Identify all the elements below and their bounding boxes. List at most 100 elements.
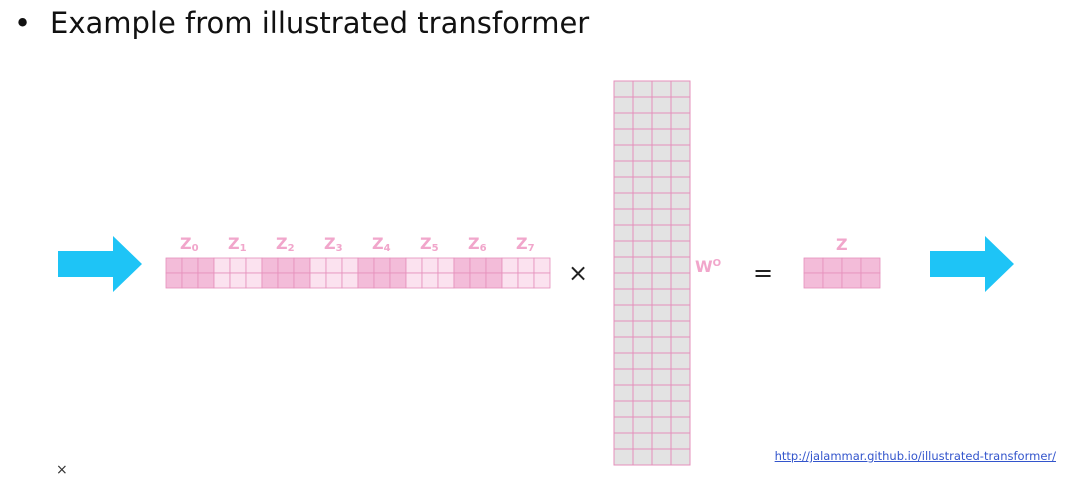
weight-cell xyxy=(651,128,672,146)
z-head-subscript: 4 xyxy=(384,243,391,254)
concat-cell xyxy=(325,272,343,289)
weight-cell xyxy=(651,304,672,322)
weight-cell xyxy=(670,288,691,306)
weight-cell xyxy=(632,448,653,466)
concat-cell xyxy=(469,272,487,289)
concat-cell xyxy=(421,272,439,289)
output-cell xyxy=(860,272,881,289)
concatenated-z-matrix xyxy=(165,257,551,289)
weight-cell xyxy=(670,400,691,418)
weight-cell xyxy=(670,384,691,402)
weight-cell xyxy=(670,352,691,370)
weight-cell xyxy=(613,352,634,370)
weight-cell xyxy=(651,400,672,418)
weight-cell xyxy=(613,192,634,210)
weight-cell xyxy=(651,368,672,386)
weight-cell xyxy=(613,368,634,386)
weight-cell xyxy=(670,336,691,354)
concat-cell xyxy=(181,272,199,289)
z-head-subscript: 2 xyxy=(288,243,295,254)
multiply-symbol: × xyxy=(568,259,588,287)
z-head-label: Z1 xyxy=(228,234,247,254)
z-head-label: Z6 xyxy=(468,234,487,254)
weight-cell xyxy=(613,224,634,242)
output-arrow-icon xyxy=(930,236,1014,292)
concat-cell xyxy=(309,257,327,274)
concat-cell xyxy=(373,272,391,289)
weight-cell xyxy=(670,192,691,210)
concat-cell xyxy=(501,257,519,274)
weight-cell xyxy=(613,336,634,354)
weight-cell xyxy=(613,96,634,114)
weight-cell xyxy=(651,352,672,370)
concat-cell xyxy=(389,272,407,289)
weight-cell xyxy=(632,240,653,258)
weight-cell xyxy=(632,352,653,370)
weight-cell xyxy=(670,112,691,130)
weight-cell xyxy=(651,288,672,306)
concat-cell xyxy=(245,272,263,289)
input-arrow-icon xyxy=(58,236,142,292)
z-head-letter: Z xyxy=(372,234,384,253)
concat-cell xyxy=(517,272,535,289)
weight-cell xyxy=(651,144,672,162)
weight-matrix-wo xyxy=(613,80,691,466)
heading-text: Example from illustrated transformer xyxy=(50,6,590,40)
weight-cell xyxy=(670,80,691,98)
weight-cell xyxy=(632,320,653,338)
weight-cell xyxy=(651,80,672,98)
weight-cell xyxy=(632,192,653,210)
concat-cell xyxy=(517,257,535,274)
weight-label-main: W xyxy=(695,257,713,276)
concat-cell xyxy=(261,272,279,289)
weight-cell xyxy=(670,160,691,178)
concat-cell xyxy=(229,257,247,274)
output-cell xyxy=(822,272,843,289)
z-head-letter: Z xyxy=(180,234,192,253)
concat-cell xyxy=(165,272,183,289)
weight-cell xyxy=(632,224,653,242)
weight-cell xyxy=(613,448,634,466)
weight-cell xyxy=(613,400,634,418)
weight-cell xyxy=(613,304,634,322)
concat-cell xyxy=(341,272,359,289)
bullet-marker: • xyxy=(14,6,32,40)
weight-cell xyxy=(613,176,634,194)
weight-cell xyxy=(613,240,634,258)
weight-cell xyxy=(651,256,672,274)
weight-cell xyxy=(613,416,634,434)
concat-cell xyxy=(293,257,311,274)
weight-cell xyxy=(632,176,653,194)
concat-cell xyxy=(389,257,407,274)
weight-cell xyxy=(632,272,653,290)
weight-cell xyxy=(632,304,653,322)
weight-cell xyxy=(632,112,653,130)
output-cell xyxy=(803,272,824,289)
weight-cell xyxy=(613,272,634,290)
weight-cell xyxy=(670,128,691,146)
weight-cell xyxy=(651,96,672,114)
output-z-matrix xyxy=(803,257,881,289)
concat-cell xyxy=(165,257,183,274)
weight-cell xyxy=(651,208,672,226)
weight-cell xyxy=(651,224,672,242)
concat-cell xyxy=(197,257,215,274)
weight-cell xyxy=(651,272,672,290)
weight-cell xyxy=(632,368,653,386)
concat-cell xyxy=(357,257,375,274)
weight-cell xyxy=(632,80,653,98)
z-head-label: Z0 xyxy=(180,234,199,254)
z-head-subscript: 5 xyxy=(432,243,439,254)
weight-label: WO xyxy=(695,257,721,276)
weight-cell xyxy=(651,416,672,434)
weight-cell xyxy=(613,160,634,178)
concat-cell xyxy=(357,272,375,289)
z-head-label: Z4 xyxy=(372,234,391,254)
heading: • Example from illustrated transformer xyxy=(14,6,589,40)
weight-cell xyxy=(632,160,653,178)
concat-cell xyxy=(485,257,503,274)
z-head-letter: Z xyxy=(276,234,288,253)
weight-cell xyxy=(670,448,691,466)
reference-link[interactable]: http://jalammar.github.io/illustrated-tr… xyxy=(774,449,1056,463)
